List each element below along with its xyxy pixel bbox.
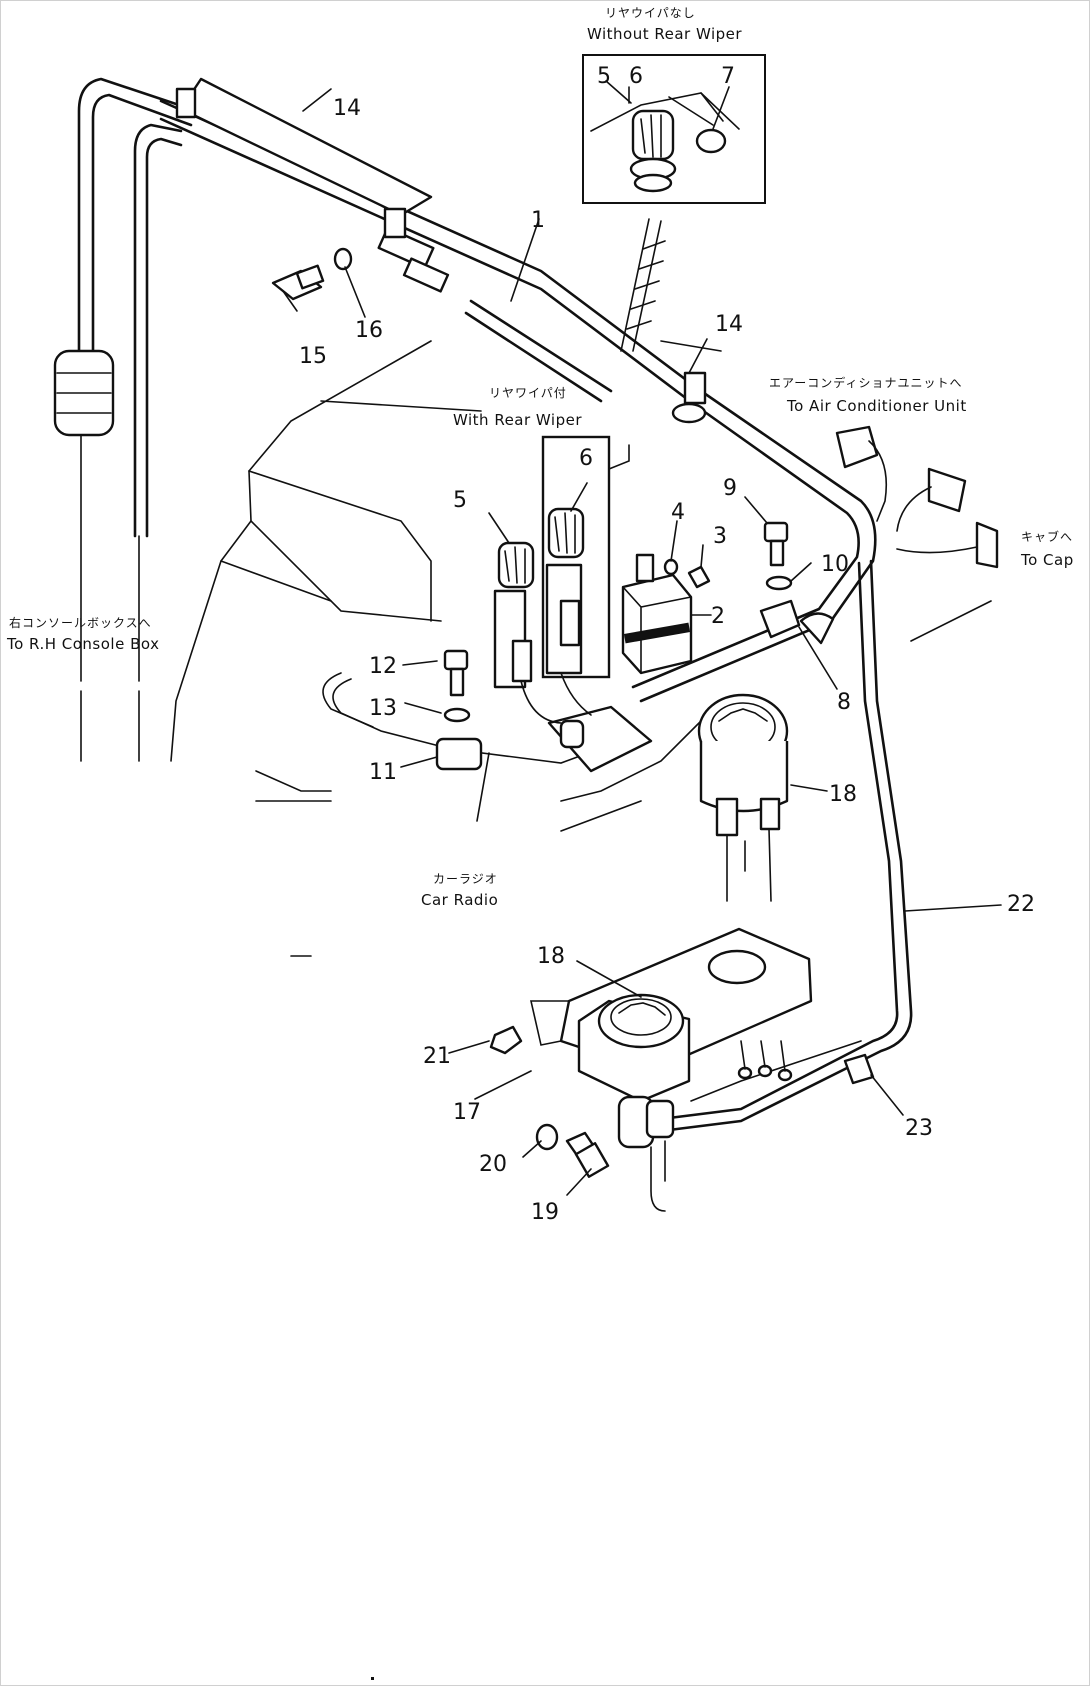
callout-4: 4: [671, 500, 685, 525]
callout-3: 3: [713, 524, 727, 549]
label-with-rear-wiper: With Rear Wiper: [453, 411, 582, 429]
label-cap-jp: キャブへ: [1021, 529, 1073, 544]
label-car-radio-jp: カーラジオ: [433, 872, 498, 886]
callout-5: 5: [453, 488, 467, 513]
label-air-conditioner-jp: エアーコンディショナユニットへ: [769, 375, 962, 390]
console-harness: [53, 77, 193, 762]
leader-lines: [282, 86, 1002, 1196]
label-cap: To Cap: [1020, 551, 1074, 569]
label-console-box: To R.H Console Box: [6, 635, 159, 653]
text-labels: リヤウイパなし Without Rear Wiper リヤワイパ付 With R…: [6, 6, 1074, 909]
callout-numbers: 1 2 3 4 5 5 6 6 7 8 9 10 11 12 13 14 14 …: [299, 64, 1035, 1225]
callout-10: 10: [821, 552, 849, 577]
callout-12: 12: [369, 654, 397, 679]
label-without-rear-wiper: Without Rear Wiper: [587, 25, 742, 43]
harness-cover: [175, 77, 707, 424]
radio-harness: [322, 649, 653, 773]
callout-22: 22: [1007, 892, 1035, 917]
inset-with-rear-wiper: [541, 435, 630, 679]
callout-16: 16: [355, 318, 383, 343]
callout-9: 9: [723, 476, 737, 501]
callout-5-inset: 5: [597, 64, 611, 89]
callout-21: 21: [423, 1044, 451, 1069]
inset-without-rear-wiper: [582, 54, 766, 204]
callout-18-upper: 18: [829, 782, 857, 807]
callout-11: 11: [369, 760, 397, 785]
callout-17: 17: [453, 1100, 481, 1125]
callout-15: 15: [299, 344, 327, 369]
callout-2: 2: [711, 604, 725, 629]
label-air-conditioner: To Air Conditioner Unit: [786, 397, 967, 415]
clamp-bracket: [175, 87, 197, 119]
callout-19: 19: [531, 1200, 559, 1225]
main-harness: [159, 99, 913, 1133]
callout-23: 23: [905, 1116, 933, 1141]
callout-13: 13: [369, 696, 397, 721]
callout-18-lower: 18: [537, 944, 565, 969]
label-car-radio: Car Radio: [421, 891, 498, 909]
callout-7: 7: [721, 64, 735, 89]
label-with-rear-wiper-jp: リヤワイパ付: [489, 386, 567, 400]
label-console-box-jp: 右コンソールボックスへ: [9, 615, 152, 630]
callout-14: 14: [715, 312, 743, 337]
callout-1: 1: [531, 208, 545, 233]
bolt-9: [763, 521, 793, 591]
callout-20: 20: [479, 1152, 507, 1177]
clamp-8: [759, 599, 835, 645]
switch-5: [493, 541, 535, 689]
callout-8: 8: [837, 690, 851, 715]
callout-6: 6: [579, 446, 593, 471]
cab-body-outline: [170, 340, 992, 957]
relay-2: [621, 553, 693, 675]
callout-6-inset: 6: [629, 64, 643, 89]
bolt-15: [271, 247, 353, 301]
switch-6: [545, 507, 585, 675]
bracket-17: [529, 927, 875, 1212]
connectors: [835, 425, 999, 569]
callout-14-top: 14: [333, 96, 361, 121]
gauge-18-upper: [697, 693, 789, 902]
fasteners-19-20-21: [489, 1025, 610, 1178]
label-without-rear-wiper-jp: リヤウイパなし: [605, 6, 696, 20]
page-mark: [371, 1677, 374, 1680]
arrow-pointer: [620, 218, 666, 352]
